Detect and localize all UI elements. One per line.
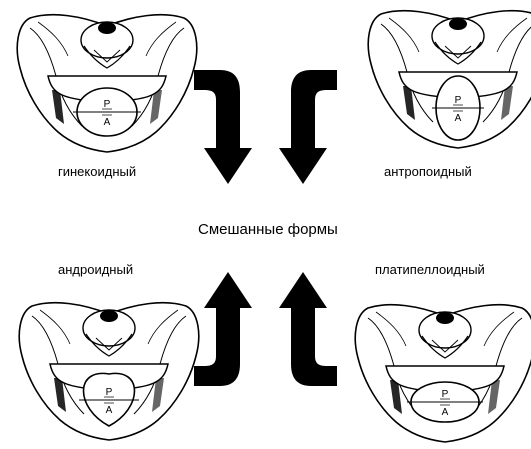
curved-arrow-icon — [194, 272, 252, 386]
label-platypelloid: платипеллоидный — [375, 262, 485, 277]
anterior-mark: A — [106, 405, 113, 416]
anthropoid-pelvis-illustration: PA — [367, 9, 531, 149]
curved-arrow-icon — [279, 272, 337, 386]
label-mixed-forms: Смешанные формы — [198, 221, 338, 238]
posterior-mark: P — [106, 387, 113, 398]
curved-arrow-icon — [279, 70, 337, 184]
anterior-mark: A — [455, 113, 462, 124]
anterior-mark: A — [104, 117, 111, 128]
posterior-mark: P — [442, 389, 449, 400]
anterior-mark: A — [442, 407, 449, 418]
label-android: андроидный — [58, 262, 134, 277]
platypelloid-pelvis-illustration: PA — [354, 303, 531, 443]
posterior-mark: P — [104, 99, 111, 110]
posterior-mark: P — [455, 95, 462, 106]
label-gynecoid: гинекоидный — [58, 164, 137, 179]
curved-arrow-icon — [194, 70, 252, 184]
gynecoid-pelvis-illustration: PA — [16, 13, 198, 153]
android-pelvis-illustration: PA — [18, 301, 200, 441]
label-anthropoid: антропоидный — [384, 164, 472, 179]
